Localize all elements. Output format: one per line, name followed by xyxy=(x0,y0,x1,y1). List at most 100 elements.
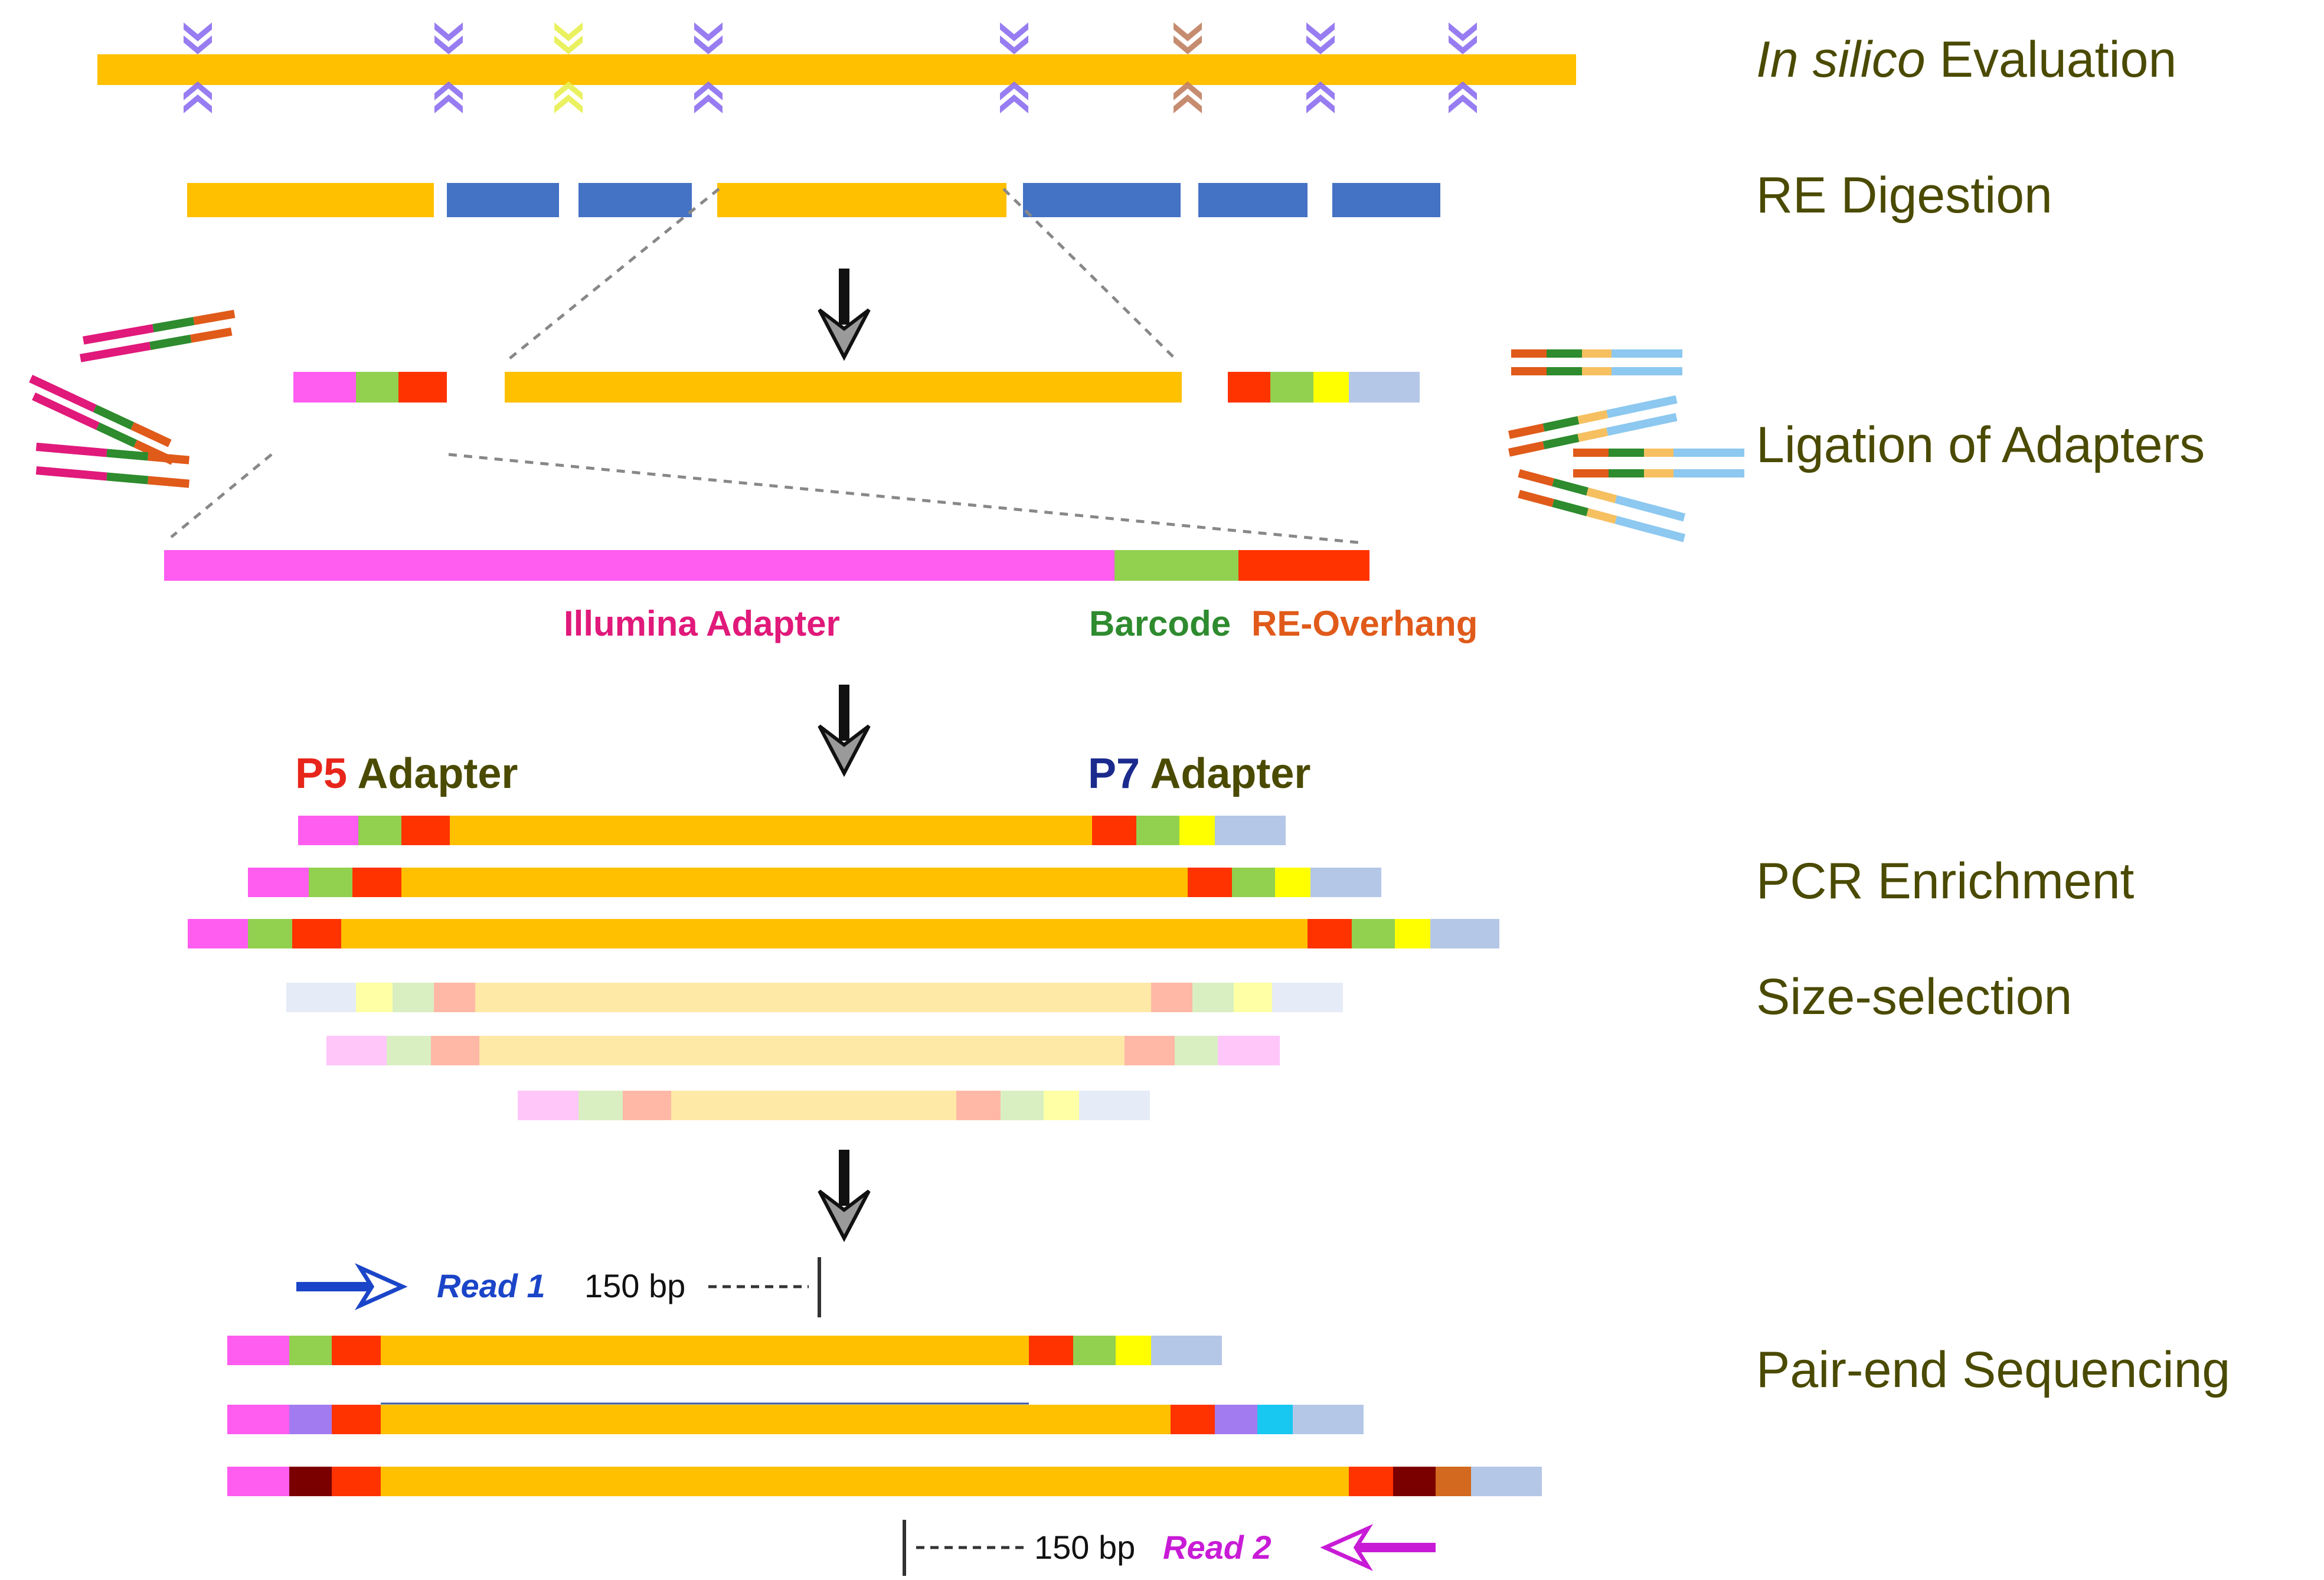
loose-adapter-l2-part-2 xyxy=(190,327,233,343)
loose-adapter-l6-part-2 xyxy=(148,476,190,488)
restriction-site-icon xyxy=(554,22,583,113)
digestion-fragments xyxy=(187,183,1440,217)
sequencing-construct-3-seg-5 xyxy=(1393,1467,1436,1496)
right-adapter-seg-2 xyxy=(1313,372,1349,403)
arrow-head xyxy=(818,1189,871,1242)
size-selected-construct-1-seg-7 xyxy=(1234,983,1272,1012)
loose-adapter-r1-part-3 xyxy=(1612,349,1682,358)
size-selected-construct-1-seg-0 xyxy=(286,983,356,1012)
restriction-site-chevron xyxy=(184,22,212,41)
loose-adapter-r1-part-1 xyxy=(1547,349,1582,358)
restriction-site-icon xyxy=(694,22,723,113)
restriction-site-icon xyxy=(184,22,212,113)
size-selected-construct-2-seg-5 xyxy=(1175,1036,1218,1065)
loose-adapter-r1-part-0 xyxy=(1511,349,1547,358)
sequencing-construct-3-seg-1 xyxy=(289,1467,332,1496)
adapter-zoom-guide-left xyxy=(170,453,273,538)
pcr-construct-3-seg-3 xyxy=(341,919,1308,948)
pcr-construct-1-seg-7 xyxy=(1215,816,1286,845)
digest-fragment-1 xyxy=(447,183,559,217)
pcr-construct-2 xyxy=(248,868,1381,897)
step-label-insilico: In silico Evaluation xyxy=(1756,31,2176,88)
restriction-site-icon xyxy=(1000,22,1028,113)
restriction-site-chevron xyxy=(554,81,583,100)
size-selected-construct-2-seg-3 xyxy=(479,1036,1125,1065)
restriction-site-chevron xyxy=(1174,81,1202,100)
flow-arrows xyxy=(818,269,871,1242)
sequencing-construct-3-seg-7 xyxy=(1471,1467,1542,1496)
loose-adapter-r1-part-2 xyxy=(1582,349,1612,358)
digest-fragment-5 xyxy=(1198,183,1308,217)
restriction-site-chevron xyxy=(434,94,463,113)
loose-adapter-l4-part-0 xyxy=(32,392,100,430)
size-selected-construct-1-seg-1 xyxy=(356,983,393,1012)
pcr-construct-1-seg-6 xyxy=(1179,816,1215,845)
expanded-adapter-seg-2 xyxy=(1238,550,1369,581)
restriction-site-chevron xyxy=(694,22,723,41)
loose-adapter-l5-part-1 xyxy=(106,449,149,461)
down-arrow-icon xyxy=(818,269,871,361)
sequencing-construct-2-seg-1 xyxy=(289,1405,332,1434)
pcr-construct-3-seg-6 xyxy=(1395,919,1430,948)
loose-adapter-r7 xyxy=(1518,469,1686,522)
loose-adapter-r8-part-0 xyxy=(1518,490,1554,508)
step-label-pcr: PCR Enrichment xyxy=(1756,853,2135,910)
restriction-site-icon xyxy=(1306,22,1335,113)
restriction-site-chevron xyxy=(1174,22,1202,41)
loose-adapter-r8-part-3 xyxy=(1614,515,1686,542)
loose-adapter-r6 xyxy=(1573,469,1744,477)
pcr-construct-1-seg-0 xyxy=(298,816,358,845)
loose-adapter-r4-part-2 xyxy=(1577,427,1609,442)
step-label-sequencing: Pair-end Sequencing xyxy=(1756,1342,2230,1398)
arrow-shaft xyxy=(839,269,849,325)
read-arrow-head xyxy=(1320,1524,1374,1571)
size-selected-construct-2-seg-1 xyxy=(387,1036,431,1065)
sequencing-construct-2-seg-7 xyxy=(1293,1405,1364,1434)
pcr-construct-1-seg-4 xyxy=(1092,816,1136,845)
loose-adapter-l1-part-0 xyxy=(83,324,154,345)
barcode-label: Barcode xyxy=(1089,604,1231,643)
pcr-construct-3-seg-5 xyxy=(1352,919,1395,948)
illumina-adapter-label: Illumina Adapter xyxy=(564,604,840,643)
library-constructs xyxy=(188,816,1542,1496)
loose-adapter-r3-part-2 xyxy=(1577,410,1609,424)
arrow-head xyxy=(818,724,871,777)
left-adapter-seg-2 xyxy=(398,372,447,403)
restriction-site-chevron xyxy=(434,35,463,54)
sequencing-construct-3-seg-4 xyxy=(1349,1467,1393,1496)
restriction-site-chevron xyxy=(1449,81,1477,100)
loose-adapter-l5-part-2 xyxy=(148,452,190,464)
pcr-construct-1-seg-2 xyxy=(401,816,450,845)
loose-adapter-r8 xyxy=(1518,490,1686,542)
loose-adapter-r5 xyxy=(1573,449,1744,457)
step-label-insilico-italic: In silico xyxy=(1756,31,1926,88)
restriction-site-chevron xyxy=(434,22,463,41)
restriction-site-chevron xyxy=(184,35,212,54)
left-adapter-seg-1 xyxy=(356,372,398,403)
read-arrows xyxy=(296,1263,1436,1571)
insert-fragment xyxy=(505,372,1182,403)
size-selected-construct-3-seg-0 xyxy=(518,1091,578,1120)
restriction-site-chevron xyxy=(1306,81,1335,100)
size-selected-construct-3-seg-1 xyxy=(578,1091,623,1120)
loose-adapter-l5 xyxy=(35,443,190,464)
size-selected-construct-3-seg-5 xyxy=(1001,1091,1044,1120)
sequencing-construct-1-seg-3 xyxy=(381,1336,1029,1365)
restriction-site-chevron xyxy=(434,81,463,100)
loose-adapter-l2-part-1 xyxy=(149,335,192,350)
loose-adapter-r7-part-2 xyxy=(1586,488,1617,503)
pcr-construct-2-seg-0 xyxy=(248,868,309,897)
pcr-construct-3-seg-2 xyxy=(292,919,341,948)
loose-adapter-r3 xyxy=(1508,395,1678,439)
restriction-site-chevron xyxy=(554,22,583,41)
size-selected-construct-1-seg-5 xyxy=(1151,983,1192,1012)
loose-adapter-r3-part-1 xyxy=(1542,416,1580,432)
loose-adapter-r5-part-0 xyxy=(1573,449,1609,457)
p7-adapter-label: P7 Adapter xyxy=(1088,750,1310,797)
digest-fragment-2 xyxy=(578,183,692,217)
pcr-construct-2-seg-2 xyxy=(352,868,401,897)
down-arrow-icon xyxy=(818,1150,871,1242)
loose-adapter-strands xyxy=(29,309,1744,542)
loose-adapter-l3-part-0 xyxy=(29,375,97,413)
size-selected-construct-2-seg-4 xyxy=(1125,1036,1175,1065)
